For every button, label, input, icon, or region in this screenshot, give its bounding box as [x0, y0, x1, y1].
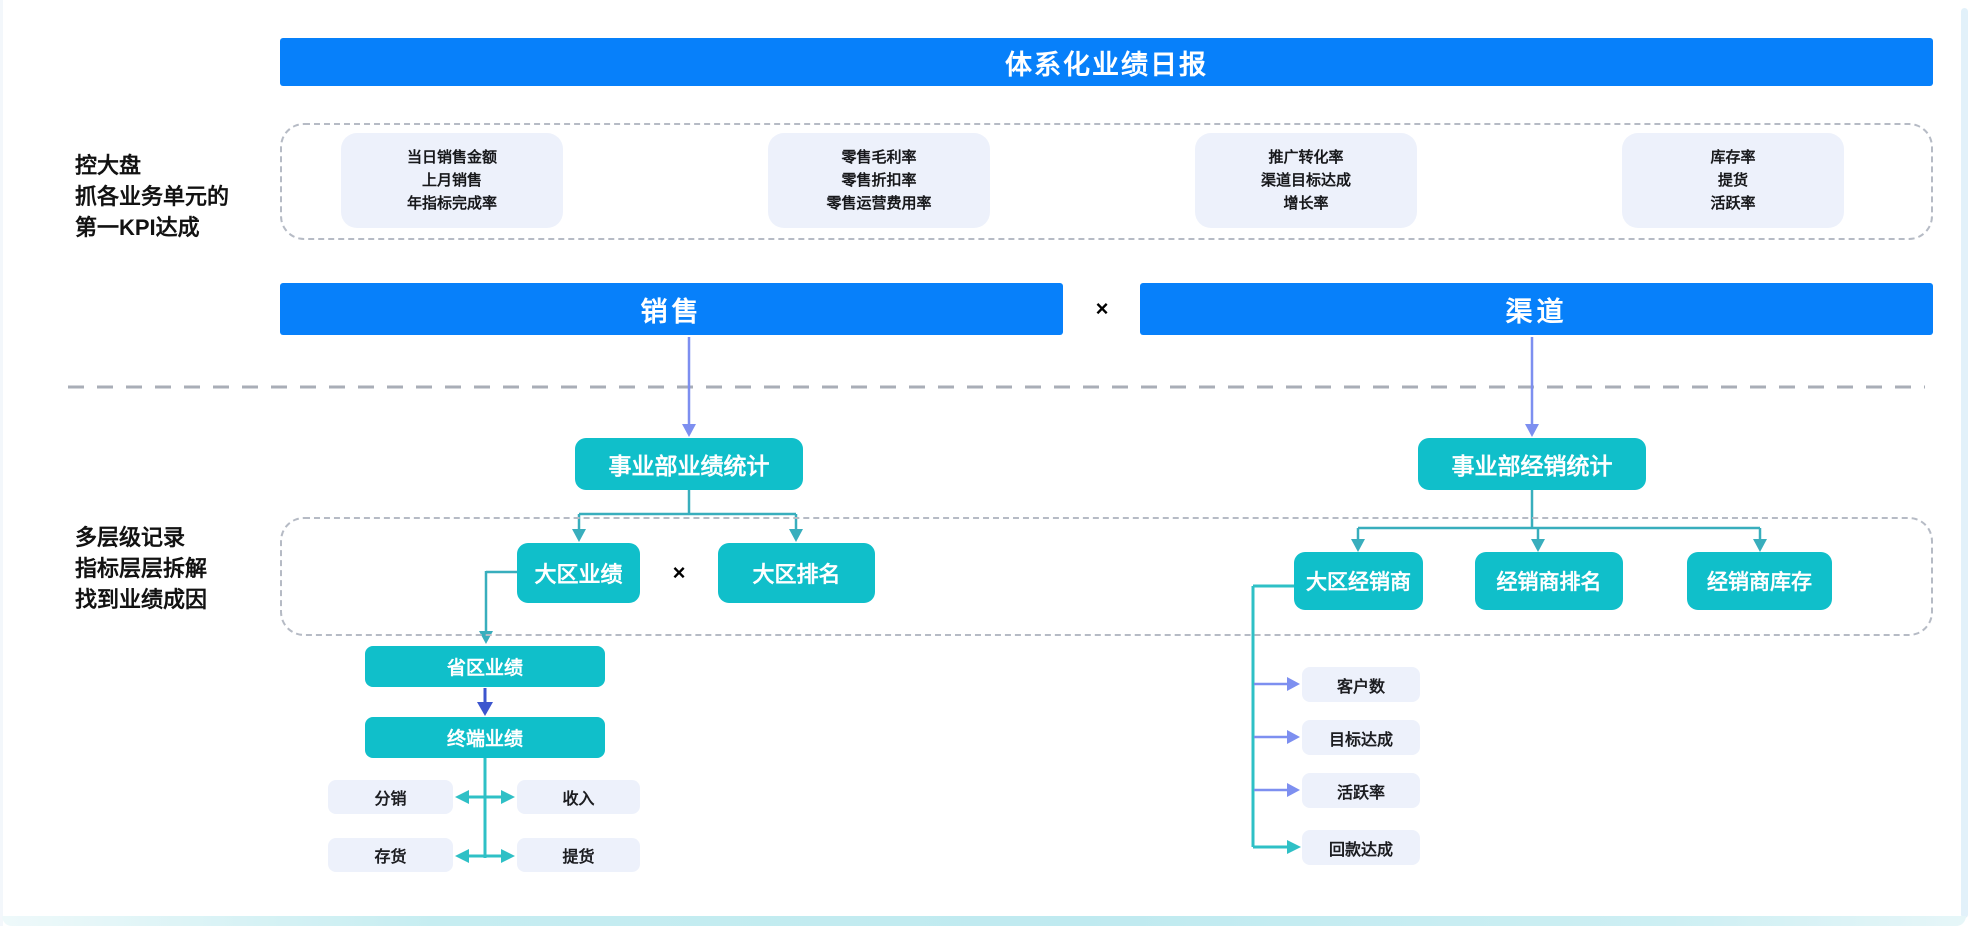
kpi-line: 库存率: [1710, 149, 1756, 166]
kpi-line: 增长率: [1283, 195, 1329, 212]
kpi-line: 零售毛利率: [841, 149, 917, 166]
node-region-dealers: 大区经销商: [1294, 552, 1423, 610]
page-right-edge: [1961, 8, 1968, 918]
kpi-line: 上月销售: [421, 172, 482, 189]
node-province-performance: 省区业绩: [365, 646, 605, 687]
kpi-group-inventory: 库存率 提货 活跃率: [1622, 133, 1844, 228]
dealer-metric-arrows: [1254, 677, 1300, 797]
kpi-line: 推广转化率: [1268, 149, 1344, 166]
node-dealer-ranking: 经销商排名: [1475, 552, 1623, 610]
note-line: 指标层层拆解: [75, 556, 208, 581]
leaf-payment-achieved: 回款达成: [1302, 830, 1420, 865]
sales-banner-to-division-arrow: [682, 337, 696, 437]
terminal-metrics-connector: [455, 758, 515, 863]
report-title: 体系化业绩日报: [1005, 49, 1208, 80]
leaf-active-rate: 活跃率: [1302, 773, 1420, 808]
sales-banner: 销售: [280, 283, 1063, 335]
page-left-edge: [0, 0, 3, 926]
kpi-line: 当日销售金额: [406, 149, 497, 166]
multiply-sign-region: ×: [672, 560, 686, 585]
leaf-distribution: 分销: [328, 780, 453, 814]
multiply-sign-banners: ×: [1095, 296, 1109, 321]
kpi-dashed-container: [280, 123, 1933, 240]
kpi-line: 年指标完成率: [406, 195, 497, 212]
note-line: 抓各业务单元的: [75, 184, 230, 209]
channel-banner-label: 渠道: [1505, 296, 1568, 327]
node-dealer-inventory: 经销商库存: [1687, 552, 1832, 610]
node-division-performance: 事业部业绩统计: [575, 438, 803, 490]
note-line: 控大盘: [75, 153, 142, 178]
leaf-stock: 存货: [328, 838, 453, 872]
drilldown-dashed-container: [280, 517, 1933, 636]
kpi-line: 渠道目标达成: [1260, 172, 1351, 189]
leaf-revenue: 收入: [517, 780, 640, 814]
channel-banner: 渠道: [1140, 283, 1933, 335]
kpi-group-sales-amount: 当日销售金额 上月销售 年指标完成率: [341, 133, 563, 228]
kpi-line: 零售折扣率: [841, 172, 917, 189]
note-line: 第一KPI达成: [75, 215, 200, 240]
leaf-customer-count: 客户数: [1302, 667, 1420, 702]
province-to-terminal-arrow: [477, 688, 493, 716]
note-kpi-overview: 控大盘 抓各业务单元的 第一KPI达成: [75, 150, 229, 243]
kpi-group-retail-rates: 零售毛利率 零售折扣率 零售运营费用率: [768, 133, 990, 228]
note-line: 多层级记录: [75, 525, 186, 550]
node-terminal-performance: 终端业绩: [365, 717, 605, 758]
leaf-target-achieved: 目标达成: [1302, 720, 1420, 755]
page-bottom-accent-bar: [2, 916, 1966, 926]
node-region-ranking: 大区排名: [718, 543, 875, 603]
kpi-group-promo-channel: 推广转化率 渠道目标达成 增长率: [1195, 133, 1417, 228]
sales-banner-label: 销售: [640, 296, 703, 327]
leaf-pickup: 提货: [517, 838, 640, 872]
kpi-line: 零售运营费用率: [826, 195, 932, 212]
node-division-distribution: 事业部经销统计: [1418, 438, 1646, 490]
node-region-performance: 大区业绩: [517, 543, 640, 603]
note-line: 找到业绩成因: [75, 587, 208, 612]
kpi-line: 活跃率: [1710, 195, 1756, 212]
channel-banner-to-division-arrow: [1525, 337, 1539, 437]
report-title-banner: 体系化业绩日报: [280, 38, 1933, 86]
note-drilldown: 多层级记录 指标层层拆解 找到业绩成因: [75, 522, 207, 615]
kpi-line: 提货: [1717, 172, 1748, 189]
